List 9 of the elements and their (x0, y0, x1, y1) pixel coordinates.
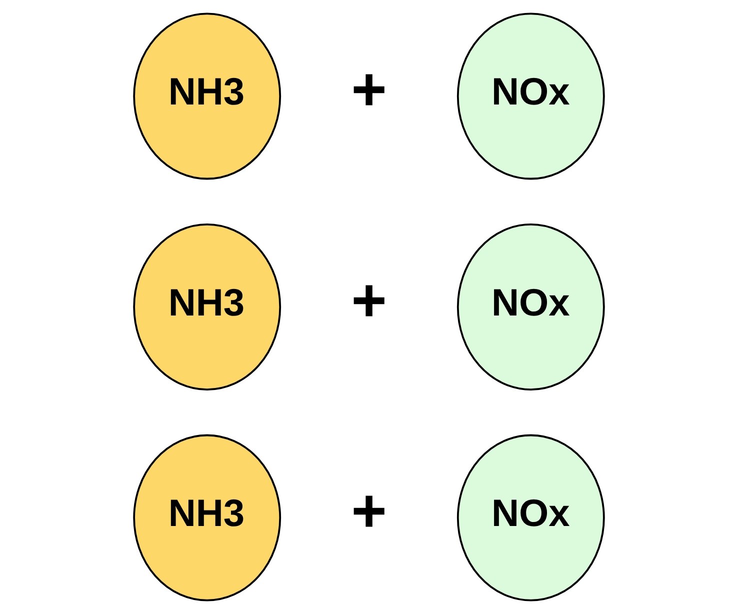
node-ellipse: NOx (456, 434, 605, 602)
label: + (351, 266, 387, 334)
label: + (351, 476, 387, 545)
node-ellipse: NH3 (133, 434, 282, 602)
label: + (351, 55, 387, 124)
node-ellipse: NH3 (133, 12, 282, 180)
node-ellipse: NH3 (133, 224, 282, 390)
node-ellipse: NOx (456, 12, 605, 180)
node-ellipse: NOx (456, 224, 605, 390)
